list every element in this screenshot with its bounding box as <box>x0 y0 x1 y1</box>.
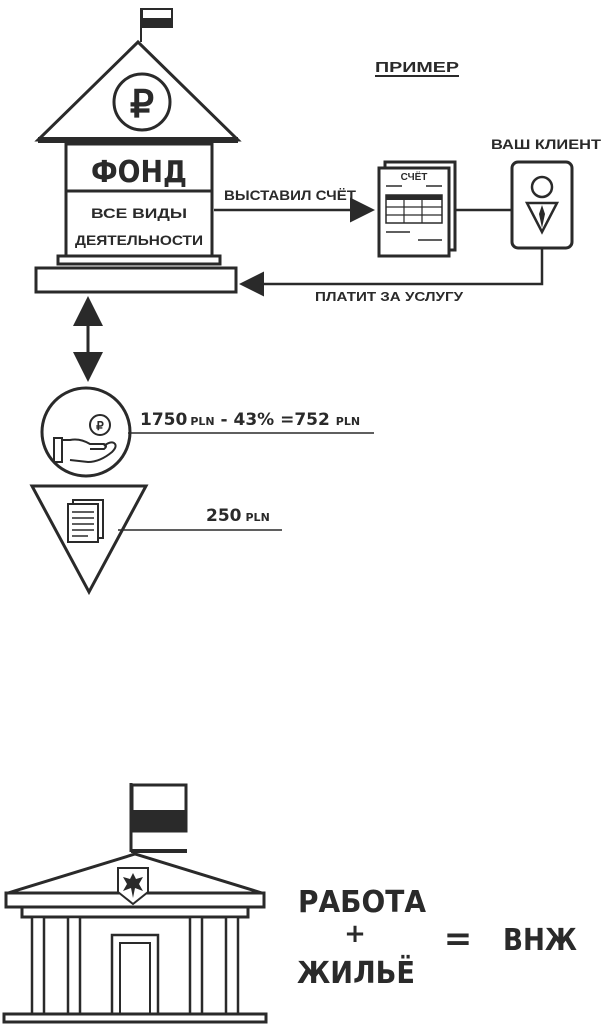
client-label: ВАШ КЛИЕНТ <box>491 136 601 152</box>
tax-triangle-icon <box>29 484 149 596</box>
equals-sign: = <box>444 919 473 959</box>
payment-hand-icon: ₽ <box>40 386 132 478</box>
invoice-document-icon: СЧЁТ <box>377 160 457 258</box>
fund-building: ₽ ФОНД ВСЕ ВИДЫ ДЕЯТЕЛЬНОСТИ <box>34 8 242 294</box>
work-label: РАБОТА <box>298 885 427 920</box>
example-label: ПРИМЕР <box>375 59 459 76</box>
fund-activity-line1: ВСЕ ВИДЫ <box>91 205 187 221</box>
residence-permit-label: ВНЖ <box>503 923 577 958</box>
payment-label: ПЛАТИТ ЗА УСЛУГУ <box>315 289 464 304</box>
plus-sign: + <box>344 919 366 949</box>
government-building-icon <box>2 783 268 1024</box>
fund-step-upper <box>56 254 222 266</box>
flag-stripe <box>142 18 172 27</box>
fund-base <box>34 266 238 294</box>
ruble-icon <box>112 72 172 132</box>
coin-symbol: ₽ <box>96 419 104 433</box>
payment-arrow <box>239 248 544 297</box>
invoice-issued-label: ВЫСТАВИЛ СЧЁТ <box>224 187 356 203</box>
ruble-symbol: ₽ <box>130 84 154 126</box>
client-person-icon <box>510 160 574 250</box>
invoice-doc-title: СЧЁТ <box>401 170 428 183</box>
fund-name: ФОНД <box>91 155 187 190</box>
fund-activity-line2: ДЕЯТЕЛЬНОСТИ <box>75 232 203 248</box>
housing-label: ЖИЛЬЁ <box>297 955 415 991</box>
fund-walls <box>64 142 214 258</box>
